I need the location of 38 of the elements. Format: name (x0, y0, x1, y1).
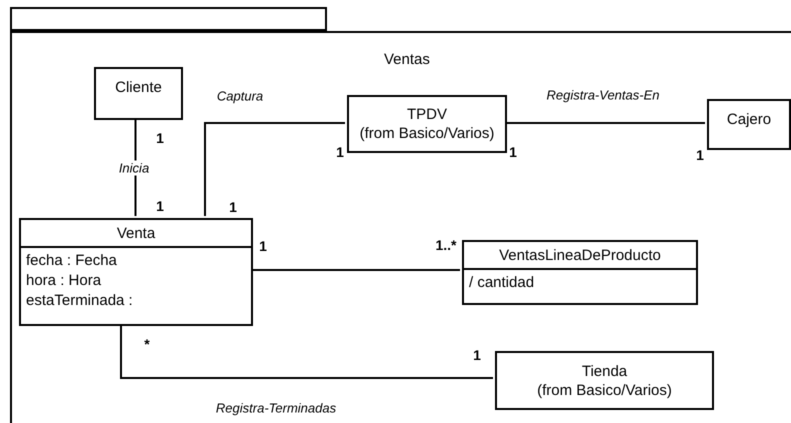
class-box (94, 67, 183, 120)
association-line (505, 122, 705, 124)
class-attribute: hora : Hora (26, 271, 102, 290)
class-attribute: estaTerminada : (26, 291, 134, 310)
class-name: Tienda (582, 362, 628, 380)
class-name: Cliente (115, 78, 162, 97)
multiplicity: 1 (473, 347, 481, 363)
class-box (707, 99, 791, 150)
multiplicity: 1 (509, 144, 517, 160)
class-attribute: fecha : Fecha (26, 251, 118, 270)
package-frame (10, 31, 791, 423)
package-origin: (from Basico/Varios) (360, 124, 494, 143)
multiplicity: 1 (156, 130, 164, 146)
class-attribute: / cantidad (469, 273, 536, 292)
multiplicity: * (144, 336, 150, 352)
class-name: Venta (116, 225, 156, 242)
multiplicity: 1 (229, 199, 237, 215)
class-name: TPDV (406, 105, 447, 124)
association-line (204, 122, 345, 216)
multiplicity: 1 (696, 147, 704, 163)
multiplicity: 1 (156, 198, 164, 214)
class-box (19, 218, 253, 326)
class-box (347, 95, 507, 153)
edge-label: Registra-Terminadas (214, 400, 338, 416)
package-tab (10, 7, 327, 33)
package-name: Ventas (384, 51, 430, 68)
class-name: Cajero (726, 110, 772, 129)
class-box (495, 351, 714, 410)
multiplicity: 1..* (436, 237, 456, 253)
edge-label: Captura (216, 88, 264, 104)
association-line (120, 324, 493, 379)
edge-label: Registra-Ventas-En (546, 88, 660, 102)
edge-label: Inicia (118, 160, 150, 176)
package-origin: (from Basico/Varios) (537, 380, 672, 400)
class-name: VentasLineaDeProducto (499, 247, 661, 264)
multiplicity: 1 (259, 238, 267, 254)
multiplicity: 1 (336, 144, 344, 160)
class-box (462, 240, 698, 305)
